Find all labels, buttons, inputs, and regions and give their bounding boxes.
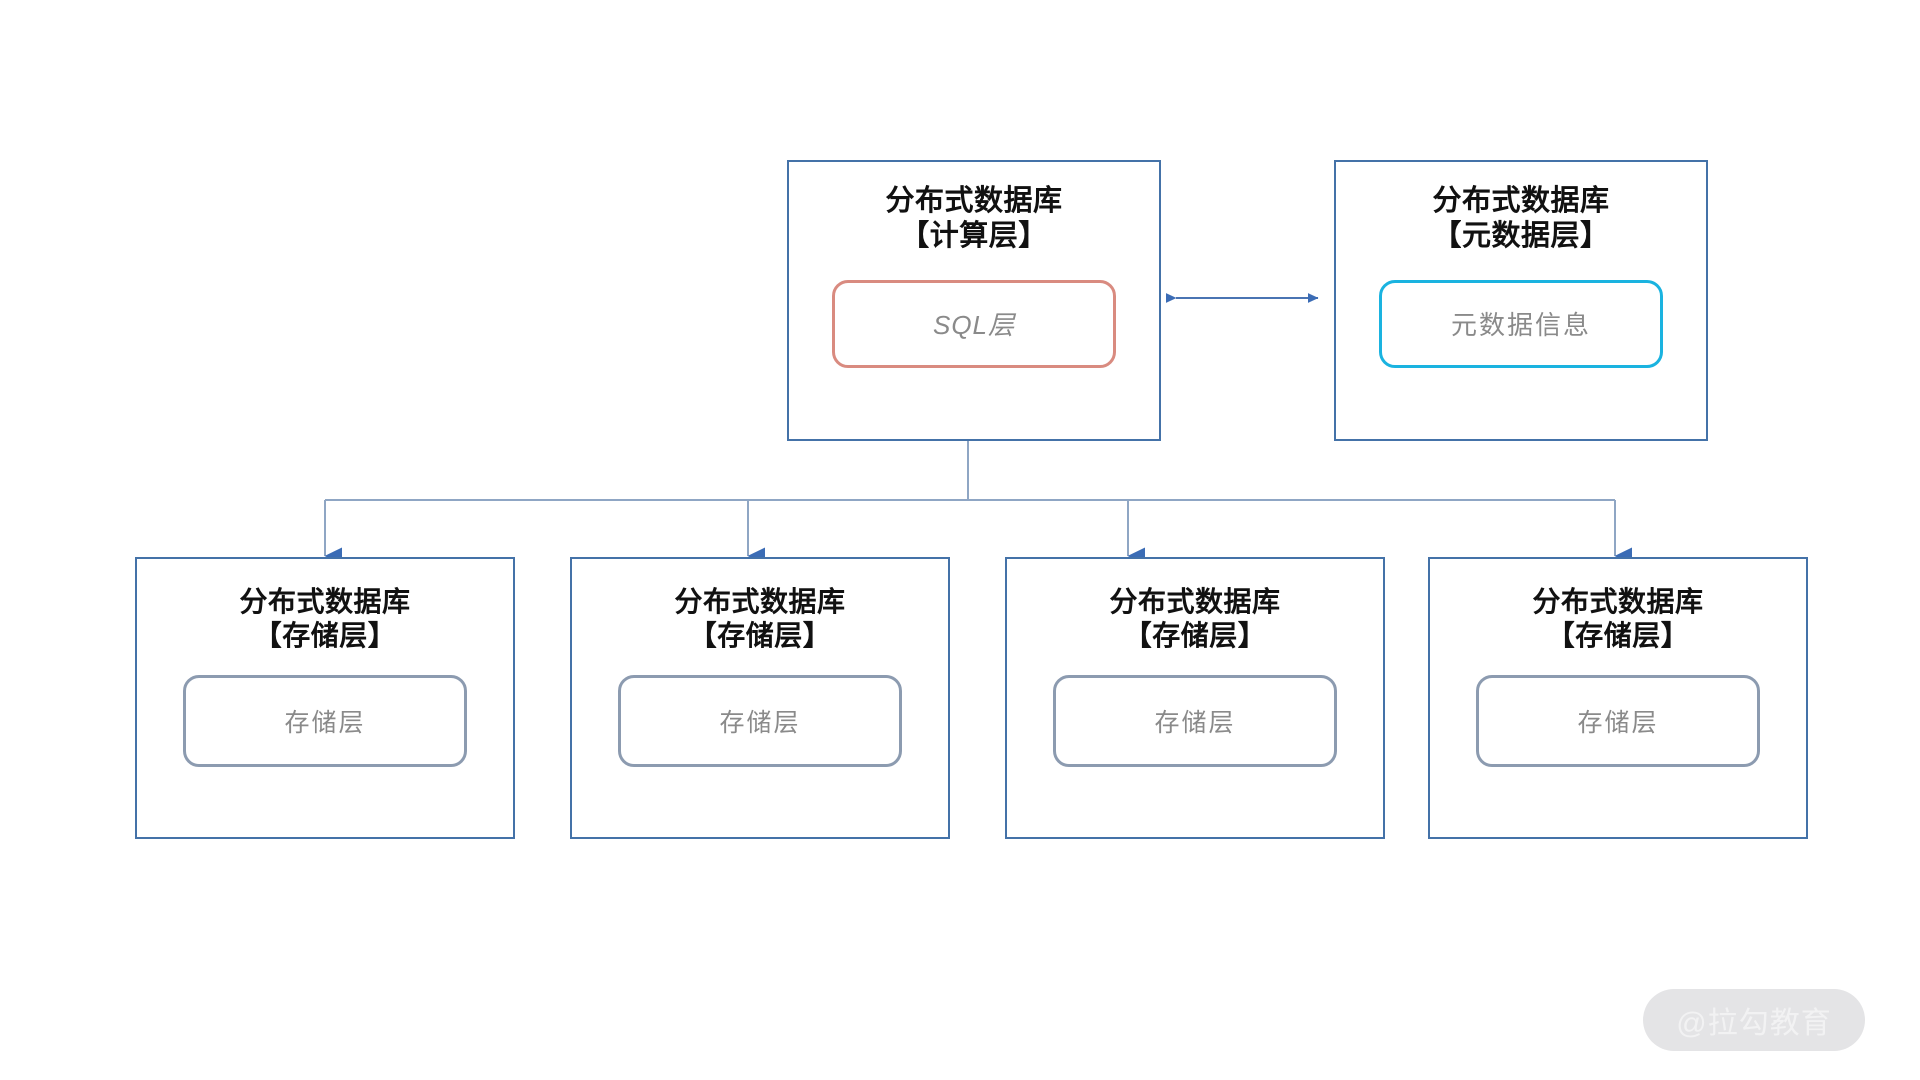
compute-storage-fanout [324, 441, 1632, 565]
pill-storage-layer[interactable]: 存储层 [1476, 675, 1760, 768]
node-storage-title: 分布式数据库 【存储层】 [239, 586, 411, 652]
pill-storage-layer[interactable]: 存储层 [1053, 675, 1337, 768]
node-metadata-layer[interactable]: 分布式数据库 【元数据层】 元数据信息 [1334, 160, 1708, 441]
node-storage-layer[interactable]: 分布式数据库 【存储层】 存储层 [1428, 557, 1808, 839]
pill-sql-layer[interactable]: SQL层 [832, 279, 1116, 368]
watermark-badge: @拉勾教育 [1643, 989, 1865, 1051]
node-storage-layer[interactable]: 分布式数据库 【存储层】 存储层 [1005, 557, 1385, 839]
pill-storage-label: 存储层 [1577, 709, 1659, 738]
pill-storage-layer[interactable]: 存储层 [618, 675, 902, 768]
pill-storage-label: 存储层 [1154, 709, 1236, 738]
node-storage-layer[interactable]: 分布式数据库 【存储层】 存储层 [570, 557, 950, 839]
node-storage-title: 分布式数据库 【存储层】 [1532, 586, 1704, 652]
pill-storage-layer[interactable]: 存储层 [183, 675, 467, 768]
node-storage-title: 分布式数据库 【存储层】 [674, 586, 846, 652]
node-storage-layer[interactable]: 分布式数据库 【存储层】 存储层 [135, 557, 515, 839]
pill-storage-label: 存储层 [284, 709, 366, 738]
node-storage-title: 分布式数据库 【存储层】 [1109, 586, 1281, 652]
node-compute-title: 分布式数据库 【计算层】 [885, 185, 1063, 253]
pill-storage-label: 存储层 [719, 709, 801, 738]
pill-metadata-info[interactable]: 元数据信息 [1379, 279, 1663, 368]
pill-metadata-label: 元数据信息 [1450, 310, 1591, 341]
watermark-text: @拉勾教育 [1676, 1007, 1832, 1040]
node-compute-layer[interactable]: 分布式数据库 【计算层】 SQL层 [787, 160, 1161, 441]
node-metadata-title: 分布式数据库 【元数据层】 [1432, 185, 1610, 253]
pill-sql-label: SQL层 [932, 310, 1016, 341]
